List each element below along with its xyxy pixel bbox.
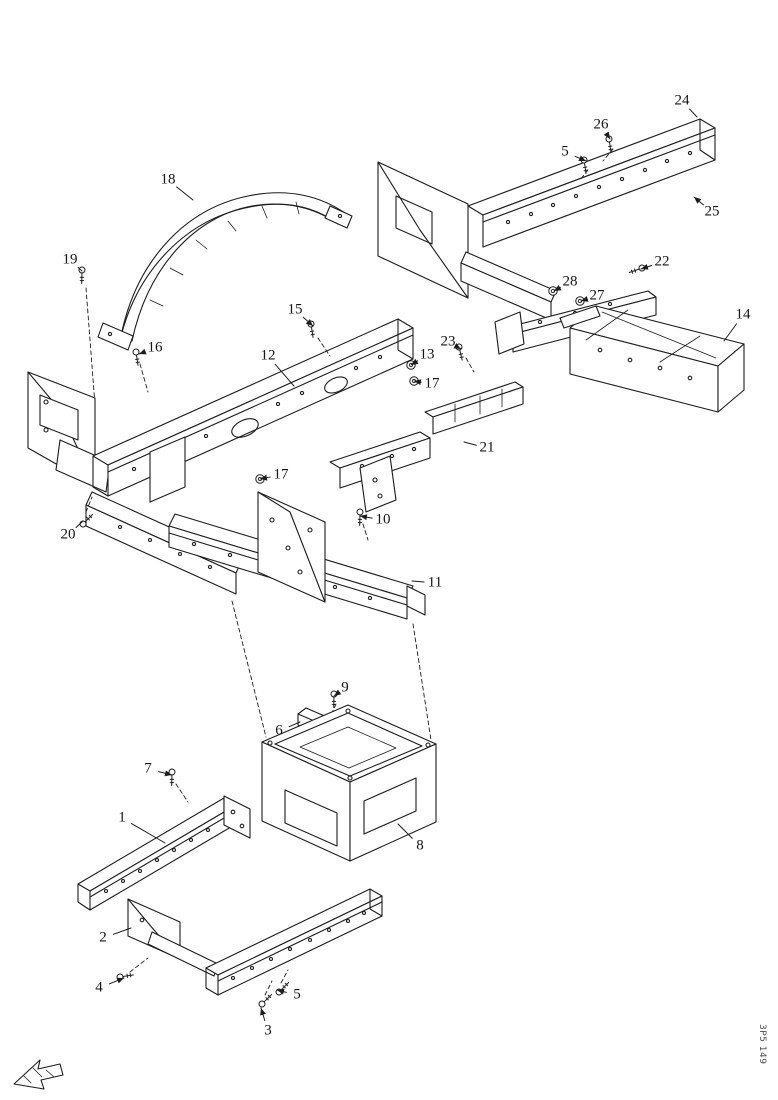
callout-7: 7 <box>144 760 152 777</box>
callout-27: 27 <box>589 287 605 304</box>
callout-16: 16 <box>147 339 163 356</box>
figure-code: 3P5 149 <box>757 1024 767 1065</box>
leader-line-5 <box>574 155 587 162</box>
part-wheel-arch <box>97 192 353 351</box>
leader-line-25 <box>693 196 705 206</box>
leader-line-1 <box>131 823 166 844</box>
callout-21: 21 <box>479 439 495 456</box>
callout-18: 18 <box>160 171 176 188</box>
callout-14: 14 <box>735 306 751 323</box>
callout-11: 11 <box>427 574 443 591</box>
callout-2: 2 <box>99 929 107 946</box>
callout-20: 20 <box>60 526 76 543</box>
leader-line-21 <box>463 441 477 446</box>
leader-line-8 <box>397 823 413 839</box>
callout-5: 5 <box>293 986 301 1003</box>
part-rear-frame-rail <box>377 118 716 355</box>
callout-25: 25 <box>704 203 720 220</box>
part-mount-rail-right <box>127 888 383 996</box>
leader-line-2 <box>112 927 132 935</box>
front-direction-arrow <box>13 1059 64 1090</box>
callout-3: 3 <box>264 1022 272 1039</box>
callout-6: 6 <box>275 722 283 739</box>
callout-13: 13 <box>419 346 435 363</box>
leader-line-16 <box>138 348 147 355</box>
leader-line-11 <box>411 580 425 583</box>
leader-line-14 <box>723 323 738 342</box>
callout-5: 5 <box>561 143 569 160</box>
leader-line-10 <box>359 514 373 521</box>
callout-22: 22 <box>654 253 670 270</box>
part-front-frame-rail <box>27 318 414 595</box>
leader-line-12 <box>274 363 295 387</box>
leader-line-23 <box>453 343 462 350</box>
callout-17: 17 <box>424 375 440 392</box>
part-rear-crossmember <box>559 305 745 413</box>
callout-8: 8 <box>416 837 424 854</box>
leader-line-4 <box>108 977 125 985</box>
leader-line-26 <box>603 131 611 140</box>
callout-12: 12 <box>260 347 276 364</box>
callout-26: 26 <box>593 116 609 133</box>
callout-23: 23 <box>440 333 456 350</box>
callout-24: 24 <box>674 92 690 109</box>
part-support-box <box>261 704 437 862</box>
leader-line-7 <box>158 770 173 777</box>
callout-15: 15 <box>287 301 303 318</box>
callout-leader-lines <box>75 108 738 1021</box>
leader-line-19 <box>77 266 83 272</box>
callout-17: 17 <box>273 466 289 483</box>
leader-line-3 <box>260 1007 266 1021</box>
leader-line-27 <box>580 296 589 302</box>
part-lower-rail <box>168 491 426 620</box>
callout-28: 28 <box>562 273 578 290</box>
callout-4: 4 <box>95 979 103 996</box>
leader-line-28 <box>553 284 562 292</box>
leader-line-9 <box>333 689 342 697</box>
callout-1: 1 <box>118 809 126 826</box>
leader-line-17 <box>413 379 422 386</box>
part-mount-rail-left <box>77 795 251 911</box>
part-center-crossmember <box>329 381 524 513</box>
callout-10: 10 <box>375 511 391 528</box>
leader-line-15 <box>302 316 314 327</box>
leader-line-22 <box>640 263 653 270</box>
leader-line-6 <box>288 721 301 728</box>
leader-line-5 <box>276 988 287 995</box>
leader-line-17 <box>259 474 271 481</box>
leader-line-24 <box>689 108 698 118</box>
callout-19: 19 <box>62 251 78 268</box>
leader-line-13 <box>410 358 419 366</box>
leader-line-20 <box>75 520 84 528</box>
leader-line-18 <box>176 186 194 201</box>
callout-9: 9 <box>341 679 349 696</box>
